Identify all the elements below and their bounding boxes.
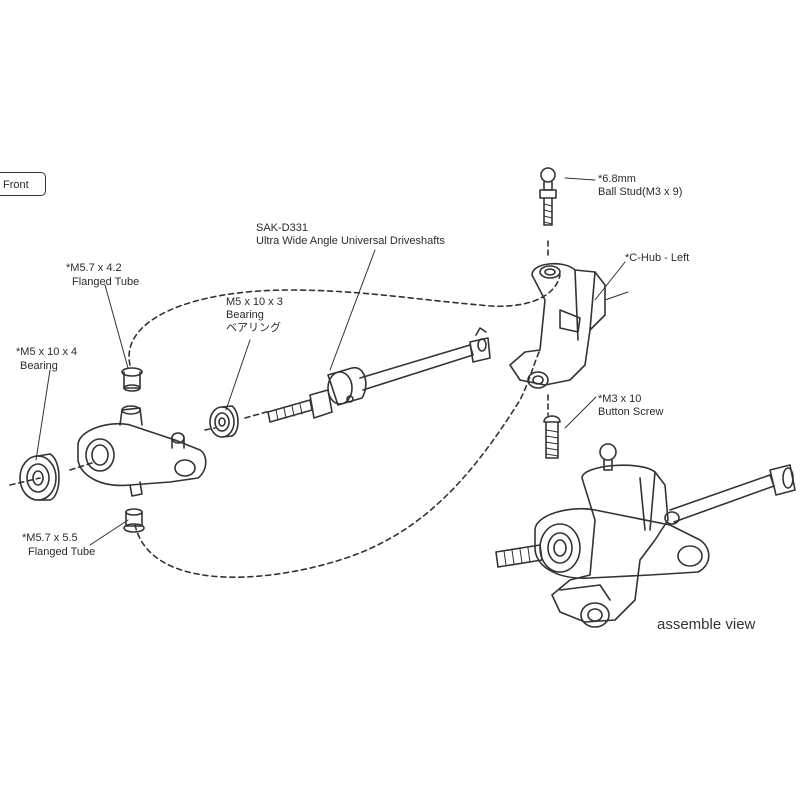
- driveshaft-name-label: Ultra Wide Angle Universal Driveshafts: [256, 235, 445, 247]
- ball-stud-name-label: Ball Stud(M3 x 9): [598, 186, 683, 198]
- knuckle-part: [77, 405, 207, 497]
- dashed-guide-upper: [128, 274, 561, 366]
- button-screw: [543, 415, 561, 459]
- bearing-mid-size-label: M5 x 10 x 3: [226, 296, 283, 308]
- left-bearing: [19, 453, 60, 501]
- bearing-left-name-label: Bearing: [20, 360, 58, 372]
- assemble-view-caption: assemble view: [657, 616, 756, 633]
- ball-stud-size-label: *6.8mm: [598, 173, 636, 185]
- driveshaft-code-label: SAK-D331: [256, 222, 308, 234]
- driveshaft: [267, 327, 491, 423]
- flanged-tube-top-size-label: *M5.7 x 4.2: [66, 262, 122, 274]
- bearing-left-size-label: *M5 x 10 x 4: [16, 346, 78, 358]
- ball-stud: [539, 167, 557, 226]
- button-screw-name-label: Button Screw: [598, 406, 664, 418]
- bearing-mid-jp-label: ベアリング: [226, 322, 281, 334]
- bottom-flanged-tube: [123, 508, 145, 533]
- flanged-tube-top-name-label: Flanged Tube: [72, 276, 140, 288]
- c-hub-label: *C-Hub - Left: [625, 252, 690, 264]
- dashed-guide-lower: [134, 349, 541, 579]
- assembled-view: [495, 443, 796, 628]
- front-tab: Front: [0, 172, 46, 196]
- dashed-axis-line: [9, 410, 271, 486]
- button-screw-size-label: *M3 x 10: [598, 393, 642, 405]
- top-flanged-tube: [121, 367, 143, 392]
- leader-lines: [35, 177, 626, 546]
- flanged-tube-bottom-name-label: Flanged Tube: [28, 546, 96, 558]
- bearing-mid-name-label: Bearing: [226, 309, 264, 321]
- c-hub-part: [509, 262, 629, 389]
- mid-bearing: [209, 405, 239, 438]
- flanged-tube-bottom-size-label: *M5.7 x 5.5: [22, 532, 78, 544]
